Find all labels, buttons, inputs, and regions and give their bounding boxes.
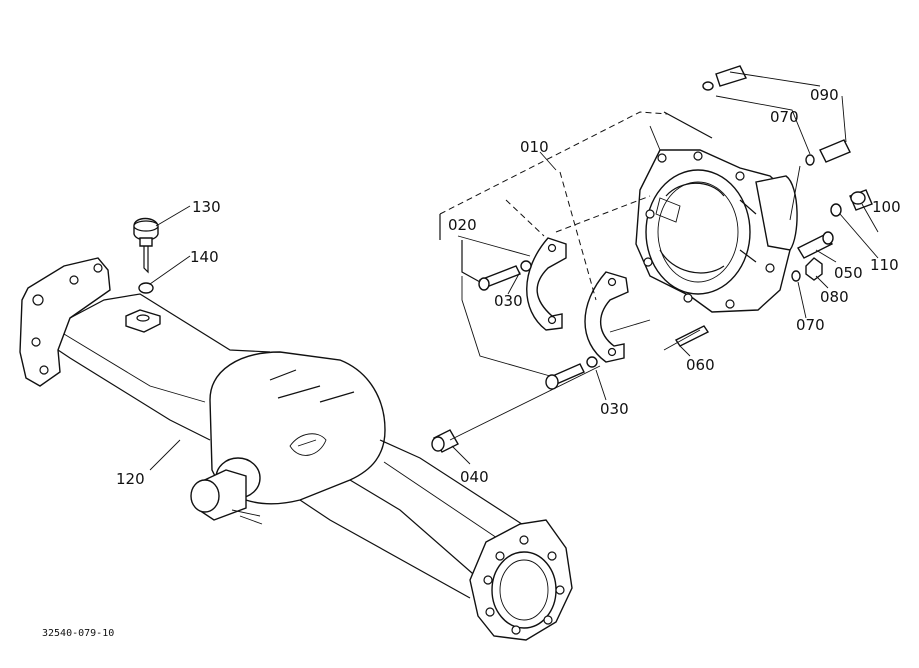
callout-020: 020 <box>448 216 477 234</box>
callout-090: 090 <box>810 86 839 104</box>
bearing-cap-left <box>526 237 567 331</box>
callout-110: 110 <box>870 256 899 274</box>
drawing-code: 32540-079-10 <box>42 628 114 639</box>
callout-080: 080 <box>820 288 849 306</box>
bolt-020 <box>478 260 532 291</box>
callout-130: 130 <box>192 198 221 216</box>
cover-housing <box>635 149 798 313</box>
callout-060: 060 <box>686 356 715 374</box>
callout-030-upper: 030 <box>494 292 523 310</box>
washer-140 <box>138 282 154 294</box>
washers-070 <box>702 81 815 282</box>
washer-110 <box>830 203 842 217</box>
assembly-boundary <box>439 71 847 441</box>
callout-leaders <box>149 151 879 471</box>
callout-labels: 010 020 030 030 040 050 060 070 070 080 … <box>116 86 901 488</box>
plug-100 <box>849 189 873 211</box>
callout-140: 140 <box>190 248 219 266</box>
bolt-lower-cap <box>545 356 598 390</box>
stud-060 <box>674 325 710 347</box>
callout-030-lower: 030 <box>600 400 629 418</box>
breather-plug <box>133 217 159 274</box>
callout-040: 040 <box>460 468 489 486</box>
nut-080 <box>805 257 823 281</box>
callout-070-upper: 070 <box>770 108 799 126</box>
callout-120: 120 <box>116 470 145 488</box>
bolts-090 <box>715 65 851 163</box>
callout-070-lower: 070 <box>796 316 825 334</box>
axle-housing <box>19 257 573 641</box>
callout-100: 100 <box>872 198 901 216</box>
bearing-cap-right <box>584 271 629 363</box>
bolt-050 <box>797 231 834 259</box>
callout-050: 050 <box>834 264 863 282</box>
callout-010: 010 <box>520 138 549 156</box>
